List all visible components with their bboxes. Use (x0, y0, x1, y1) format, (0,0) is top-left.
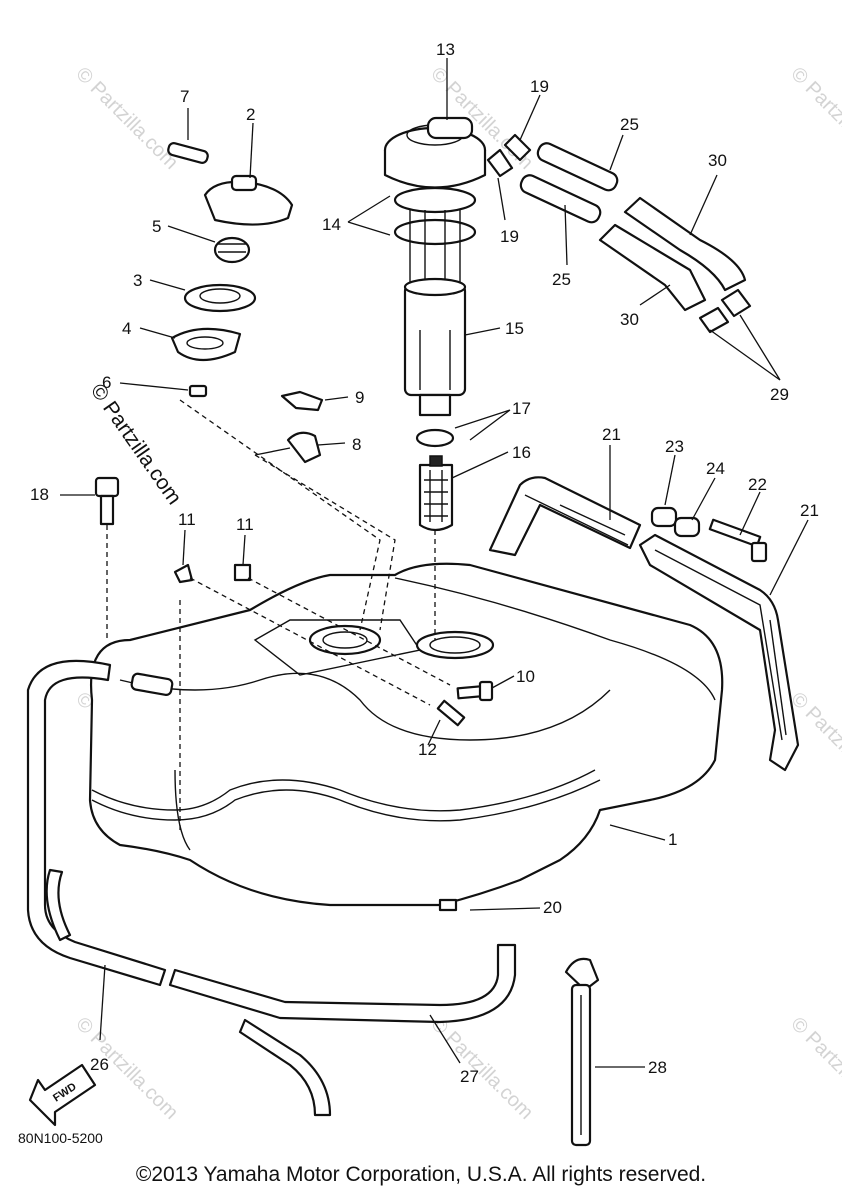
callout-11-b: 11 (236, 515, 254, 534)
callout-18: 18 (30, 485, 49, 504)
tank-bracket-left (488, 476, 642, 557)
callout-29: 29 (770, 385, 789, 404)
callout-30-b: 30 (620, 310, 639, 329)
callout-12: 12 (418, 740, 437, 759)
callout-11: 11 (178, 510, 196, 529)
callout-14: 14 (322, 215, 341, 234)
callout-20: 20 (543, 898, 562, 917)
callout-16: 16 (512, 443, 531, 462)
fuel-tank (88, 562, 724, 912)
bolt-collar-set (650, 506, 768, 563)
callout-9: 9 (355, 388, 364, 407)
callout-25-b: 25 (552, 270, 571, 289)
callout-22: 22 (748, 475, 767, 494)
callout-30: 30 (708, 151, 727, 170)
watermark-text: © Partzilla.com (786, 1013, 842, 1124)
callout-27: 27 (460, 1067, 479, 1086)
callout-17: 17 (512, 399, 531, 418)
callout-19-b: 19 (500, 227, 519, 246)
diagram-code: 80N100-5200 (18, 1130, 103, 1146)
callout-25: 25 (620, 115, 639, 134)
callout-5: 5 (152, 217, 161, 236)
callout-7: 7 (180, 87, 189, 106)
strap (564, 957, 600, 1147)
callout-23: 23 (665, 437, 684, 456)
copyright-notice: ©2013 Yamaha Motor Corporation, U.S.A. A… (135, 1163, 707, 1186)
vent-hoses (486, 133, 752, 334)
callout-13: 13 (436, 40, 455, 59)
fuel-pump-assembly (383, 116, 487, 532)
callout-19: 19 (530, 77, 549, 96)
watermark-text: © Partzilla.com (426, 1013, 537, 1124)
callout-21: 21 (602, 425, 621, 444)
callout-26: 26 (90, 1055, 109, 1074)
callout-3: 3 (133, 271, 142, 290)
callout-21-b: 21 (800, 501, 819, 520)
cap-parts (94, 142, 494, 727)
callout-1: 1 (668, 830, 677, 849)
callout-2: 2 (246, 105, 255, 124)
watermark-text: © Partzilla.com (71, 1013, 182, 1124)
leader-lines (60, 58, 809, 1068)
callout-labels: 7 2 5 3 4 6 9 8 18 11 11 10 12 13 14 15 … (30, 40, 819, 1086)
watermark-text: © Partzilla.com (786, 63, 842, 174)
fwd-arrow-icon: FWD (28, 1063, 97, 1127)
drain-hoses (26, 659, 517, 1117)
watermark-text: © Partzilla.com (71, 63, 182, 174)
callout-28: 28 (648, 1058, 667, 1077)
callout-24: 24 (706, 459, 725, 478)
callout-8: 8 (352, 435, 361, 454)
callout-4: 4 (122, 319, 131, 338)
tank-bracket-right (638, 533, 800, 772)
callout-6: 6 (102, 373, 111, 392)
callout-15: 15 (505, 319, 524, 338)
callout-10: 10 (516, 667, 535, 686)
